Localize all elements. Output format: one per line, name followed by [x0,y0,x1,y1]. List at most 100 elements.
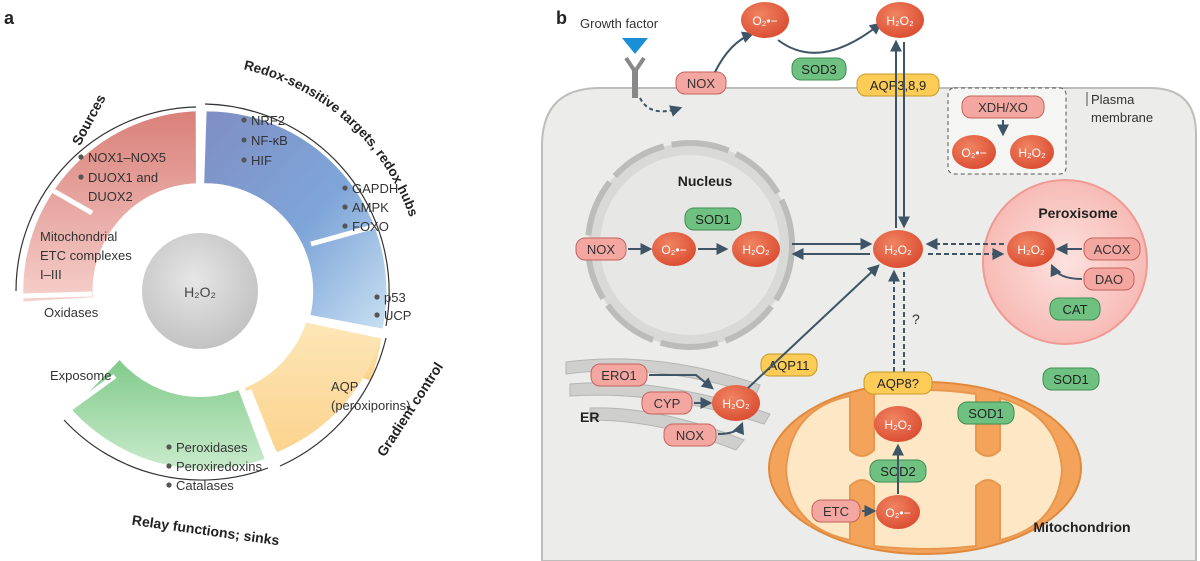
sources-item: DUOX1 and [88,170,158,185]
sources-list: NOX1–NOX5 DUOX1 and DUOX2 [78,150,166,204]
target-item: AMPK [352,200,389,215]
aqp8q-box [863,371,933,395]
target-item: NRF2 [251,113,285,128]
bullet [342,185,348,191]
sod1-nucleus-box [684,207,742,231]
h2o2-perox-label: H₂O₂ [1017,243,1045,257]
nox-er-label: NOX [676,428,705,443]
target-item: NF-κB [251,133,288,148]
bullet [241,157,247,163]
er-label: ER [580,409,599,425]
sod1-cytosol-box [1042,367,1100,391]
sod3-label: SOD3 [801,62,836,77]
sector-dividers [21,179,383,459]
cyp-label: CYP [654,396,681,411]
ero1-box [590,363,648,387]
panel-a-label: a [4,8,15,28]
sources-item: NOX1–NOX5 [88,150,166,165]
o2-nucleus-node [652,232,696,266]
peroxisome-label: Peroxisome [1038,205,1118,221]
aqp8q-label: AQP8? [877,376,919,391]
xdh-o2-label: O₂•− [961,146,986,160]
h2o2-top-node [876,2,924,38]
h2o2-nucleus-node [732,231,780,267]
xdh-o2-node [952,135,996,169]
mito-line: I–III [40,267,62,282]
targets-list-3: p53 UCP [374,290,411,323]
panel-b-label: b [556,8,567,28]
h2o2-nucleus-label: H₂O₂ [742,243,770,257]
h2o2-central-node [873,230,923,268]
ero1-label: ERO1 [601,368,636,383]
dao-arrow [1050,263,1083,280]
aqp11-box [760,353,818,377]
peroxisome [982,179,1148,345]
bullet [342,204,348,210]
nox-membrane-label: NOX [687,76,716,91]
relay-title: Relay functions; sinks [131,512,281,549]
bullet [374,294,380,300]
h2o2-central-label: H₂O₂ [884,243,912,257]
nox-membrane-box [675,71,727,95]
bullet [78,174,84,180]
xdh-enzyme-box [961,95,1045,119]
receptor-icon [624,56,646,98]
acox-label: ACOX [1094,242,1131,257]
growth-factor-label: Growth factor [580,16,659,31]
o2-to-h2o2-arrow [777,22,882,54]
mitochondrion-label: Mitochondrion [1033,519,1130,535]
xdh-h2o2-node [1010,135,1054,169]
etc-box [811,499,861,523]
nox-nucleus-box [575,237,627,261]
bullet [78,154,84,160]
center-disc [142,233,258,349]
sources-item: DUOX2 [88,189,133,204]
mito-line: Mitochondrial [40,229,117,244]
sod1-mito-label: SOD1 [968,406,1003,421]
nox-nucleus-label: NOX [587,242,616,257]
o2-mito-label: O₂•− [885,506,910,520]
outer-arcs [15,103,390,481]
er-to-center-arrow [747,264,880,389]
cat-label: CAT [1062,302,1087,317]
target-item: UCP [384,308,411,323]
mito-etc-label: Mitochondrial ETC complexes I–III [40,229,132,282]
bullet [166,444,172,450]
ero1-arrow [649,374,714,390]
panel-a: a H₂O₂ Sources [4,8,446,548]
bullet [374,312,380,318]
aqp389-label: AQP3,8,9 [870,78,926,93]
sod1-mito-box [957,401,1015,425]
bullet [166,482,172,488]
relay-arc [63,419,269,481]
target-item: GAPDH [352,181,398,196]
o2-nucleus-label: O₂•− [661,243,686,257]
cat-box [1049,297,1101,321]
sink-item: Peroxiredoxins [176,459,262,474]
sod3-box [791,57,847,81]
center-label: H₂O₂ [184,284,216,300]
panel-b: b Growth factor NOX O₂•− SOD3 H₂O₂ AQP3,… [541,2,1197,561]
o2-top-label: O₂•− [752,14,777,28]
h2o2-top-label: H₂O₂ [886,14,914,28]
aqp-line: AQP [331,379,358,394]
plasma-label-2: membrane [1091,110,1153,125]
o2-mito-node [876,495,920,529]
sink-item: Peroxidases [176,440,248,455]
question-mark: ? [912,311,920,327]
oxidases-label: Oxidases [44,305,99,320]
h2o2-er-label: H₂O₂ [722,397,750,411]
cyp-box [641,391,693,415]
nucleus-label: Nucleus [678,173,733,189]
sources-sector [23,111,196,302]
growth-factor-icon [622,38,648,54]
sinks-sector [71,356,265,469]
h2o2-mito-label: H₂O₂ [884,418,912,432]
sink-item: Catalases [176,478,234,493]
gradient-arc [279,337,387,467]
aqp389-box [856,73,940,97]
target-item: HIF [251,153,272,168]
dao-label: DAO [1095,272,1123,287]
acox-box [1083,237,1141,261]
bullet [241,137,247,143]
